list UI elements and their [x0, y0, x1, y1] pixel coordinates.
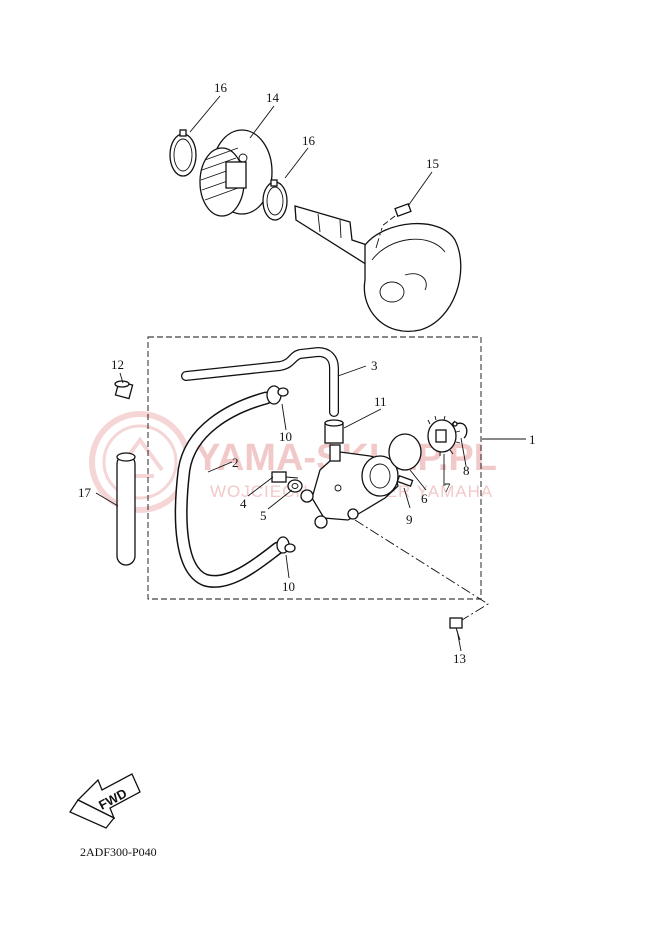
- callout-14: 14: [266, 90, 280, 105]
- part-9-pin: [396, 474, 414, 488]
- fwd-arrow-icon: FWD: [69, 773, 141, 829]
- part-17-tube: [116, 452, 136, 566]
- callout-11: 11: [374, 394, 387, 409]
- callout-10-upper: 10: [279, 429, 292, 444]
- part-15-pin: [381, 203, 412, 227]
- watermark-logo-icon: [89, 411, 191, 513]
- callout-16-upper: 16: [214, 80, 228, 95]
- part-10-clamp-upper: [266, 385, 289, 405]
- part-13-bolt: [449, 617, 463, 641]
- callout-9: 9: [406, 512, 413, 527]
- diagram-code: 2ADF300-P040: [80, 845, 157, 859]
- callout-7: 7: [444, 480, 451, 495]
- part-6-o-ring: [388, 433, 422, 471]
- alignment-line: [354, 519, 489, 621]
- part-12-fitting: [114, 380, 134, 400]
- callout-1: 1: [529, 432, 536, 447]
- part-10-clamp-lower: [276, 536, 296, 554]
- callout-3: 3: [371, 358, 378, 373]
- part-3-upper-hose: [181, 346, 339, 417]
- assembly-boundary: [147, 336, 482, 600]
- part-4-screw: [271, 471, 299, 483]
- part-5-washer: [287, 479, 303, 493]
- callout-6: 6: [421, 491, 428, 506]
- part-16-circlip-left: [169, 129, 197, 177]
- callout-5: 5: [260, 508, 267, 523]
- callout-17: 17: [78, 485, 92, 500]
- leader-lines: [95, 95, 526, 652]
- callout-8: 8: [463, 463, 470, 478]
- callout-10-lower: 10: [282, 579, 295, 594]
- callout-4: 4: [240, 496, 247, 511]
- callout-15: 15: [426, 156, 439, 171]
- crankshaft: [294, 205, 462, 332]
- part-2-lower-hose: [174, 391, 285, 588]
- callout-12: 12: [111, 357, 124, 372]
- callout-16-lower: 16: [302, 133, 316, 148]
- part-16-circlip-right: [262, 179, 288, 221]
- callout-2: 2: [232, 455, 239, 470]
- part-8-circlip: [452, 421, 468, 439]
- part-11-collar: [324, 419, 344, 444]
- callout-13: 13: [453, 651, 466, 666]
- part-14-drive-gear: [199, 129, 273, 217]
- part-1-oil-pump: [300, 444, 399, 529]
